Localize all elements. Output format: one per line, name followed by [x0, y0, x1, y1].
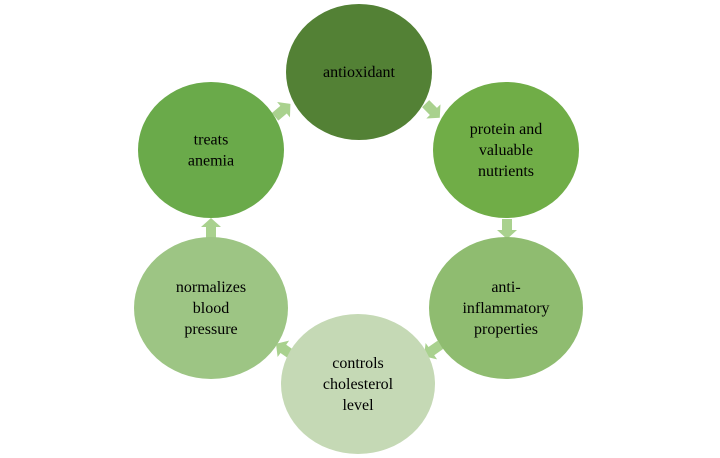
node-label-blood-pressure-line-1: normalizes [176, 279, 246, 296]
node-label-cholesterol-line-3: level [342, 397, 374, 414]
cycle-arrow-1 [422, 100, 441, 119]
node-label-anemia-line-2: anemia [188, 153, 234, 170]
node-cholesterol: controls cholesterol level [281, 314, 435, 454]
node-anemia: treats anemia [138, 82, 284, 218]
node-blood-pressure: normalizes blood pressure [134, 237, 288, 379]
node-label-antioxidant-line-1: antioxidant [323, 64, 396, 81]
node-antioxidant: antioxidant [286, 4, 432, 140]
node-label-protein-line-3: nutrients [478, 163, 534, 180]
node-label-anemia-line-1: treats [194, 132, 229, 149]
node-label-protein-line-2: valuable [479, 142, 533, 159]
node-label-anti-inflammatory-line-2: inflammatory [462, 300, 549, 317]
node-circle-cholesterol [281, 314, 435, 454]
node-circle-anemia [138, 82, 284, 218]
node-label-blood-pressure-line-2: blood [193, 300, 229, 317]
cycle-arrow-6 [271, 102, 291, 121]
node-circle-antioxidant [286, 4, 432, 140]
node-circle-anti-inflammatory [429, 237, 583, 379]
node-label-cholesterol-line-1: controls [332, 355, 384, 372]
node-label-protein-line-1: protein and [470, 121, 542, 138]
cycle-arrow-2 [497, 219, 517, 239]
node-label-anti-inflammatory-line-1: anti- [491, 279, 520, 296]
node-label-anti-inflammatory-line-3: properties [474, 321, 538, 338]
node-anti-inflammatory: anti-inflammatory properties [429, 237, 583, 379]
cycle-arrow-5 [201, 218, 221, 238]
node-circle-protein [433, 82, 579, 218]
node-label-blood-pressure-line-3: pressure [184, 321, 237, 338]
cycle-arrow-3 [423, 340, 444, 360]
node-label-cholesterol-line-2: cholesterol [323, 376, 394, 393]
node-protein: protein and valuable nutrients [433, 82, 579, 218]
node-circle-blood-pressure [134, 237, 288, 379]
nodes: antioxidant protein and valuable nutrients a… [134, 4, 583, 454]
